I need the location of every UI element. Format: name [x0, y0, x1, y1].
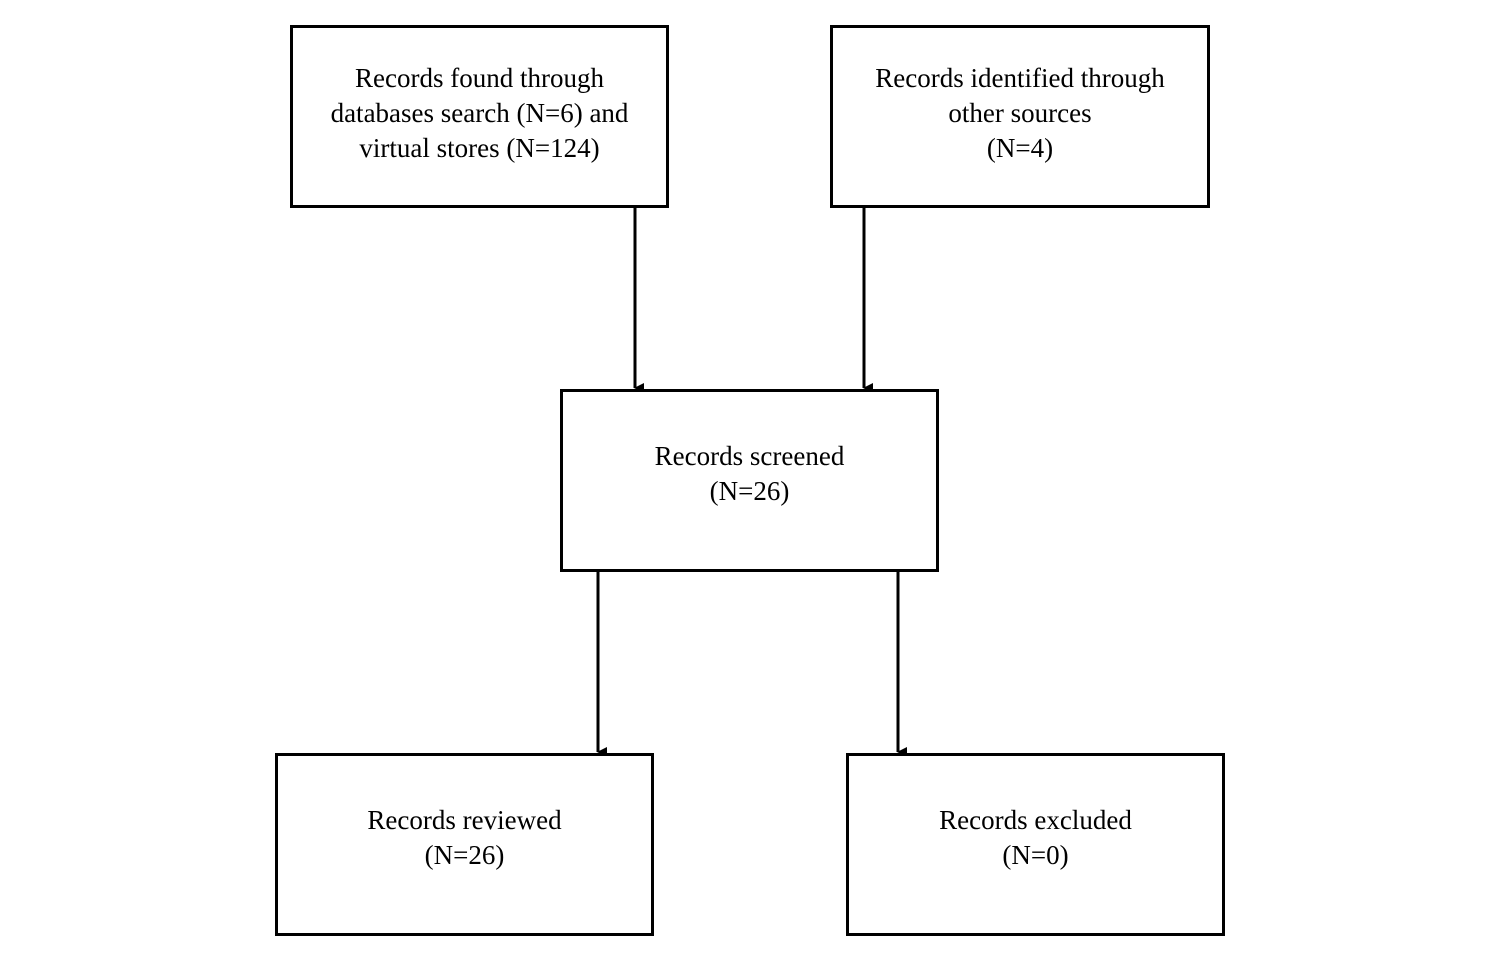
box-text-line: (N=26): [424, 839, 505, 870]
box-text-line: Records reviewed: [367, 804, 562, 835]
records-excluded-box: Records excluded (N=0): [846, 753, 1225, 936]
box-text-line: Records screened: [654, 440, 845, 471]
box-text-line: Records identified through: [875, 63, 1165, 93]
records-other-sources-box: Records identified through other sources…: [830, 25, 1210, 208]
box-text-line: (N=26): [709, 475, 790, 506]
box-text-line: (N=0): [1002, 839, 1069, 870]
box-text-line: Records found through: [355, 63, 604, 93]
box-text-line: databases search (N=6) and: [330, 98, 629, 128]
box-text-line: Records excluded: [939, 804, 1132, 835]
records-screened-box: Records screened (N=26): [560, 389, 939, 572]
box-text-line: virtual stores (N=124): [359, 133, 600, 163]
box-text-line: other sources: [948, 98, 1092, 128]
box-text-line: (N=4): [986, 133, 1054, 163]
records-reviewed-box: Records reviewed (N=26): [275, 753, 654, 936]
records-found-database-box: Records found through databases search (…: [290, 25, 669, 208]
